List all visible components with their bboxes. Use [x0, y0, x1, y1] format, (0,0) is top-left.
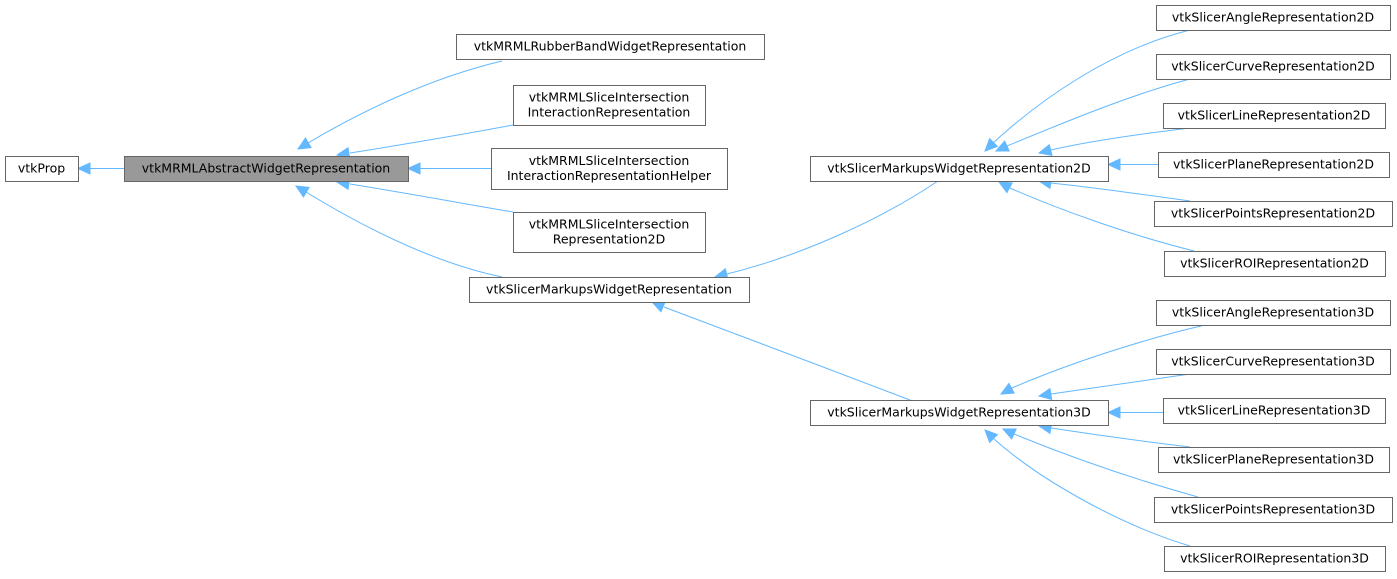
- edge-points2d-markups2d: [1050, 182, 1191, 202]
- class-box: [513, 212, 706, 253]
- edge-angle2d-markups2d: [992, 29, 1191, 144]
- arrowhead-plane2d-markups2d: [1106, 158, 1121, 171]
- arrowhead-line2d-markups2d: [1037, 143, 1053, 157]
- class-box: [1163, 398, 1386, 424]
- edge-line2d-markups2d: [1050, 127, 1191, 151]
- arrowhead-points3d-markups3d: [1001, 428, 1017, 440]
- class-node-rubberband[interactable]: vtkMRMLRubberBandWidgetRepresentation: [456, 34, 765, 60]
- edge-angle3d-markups3d: [1011, 324, 1206, 389]
- class-box: [469, 277, 750, 303]
- class-node-vtkprop[interactable]: vtkProp: [5, 156, 79, 182]
- class-name-line: vtkSlicerAngleRepresentation3D: [1172, 305, 1374, 320]
- edge-markups2d-markups: [726, 180, 939, 275]
- edge-points3d-markups3d: [1013, 433, 1199, 498]
- class-name-line: vtkMRMLSliceIntersection: [529, 153, 690, 168]
- class-node-markups2d[interactable]: vtkSlicerMarkupsWidgetRepresentation2D: [810, 156, 1109, 182]
- class-node-slice-irh[interactable]: vtkMRMLSliceIntersectionInteractionRepre…: [491, 148, 728, 190]
- edge-curve3d-markups3d: [1050, 373, 1191, 395]
- class-box: [1156, 5, 1391, 31]
- class-node-curve2d[interactable]: vtkSlicerCurveRepresentation2D: [1156, 54, 1391, 80]
- class-box: [1158, 447, 1390, 473]
- class-box: [1164, 251, 1386, 277]
- class-box: [810, 400, 1109, 426]
- class-name-line: vtkMRMLSliceIntersection: [529, 90, 690, 105]
- arrowhead-slice_irh-abstract: [406, 162, 421, 175]
- class-box: [1156, 54, 1391, 80]
- class-node-markups[interactable]: vtkSlicerMarkupsWidgetRepresentation: [469, 277, 750, 303]
- arrowhead-curve2d-markups2d: [994, 140, 1010, 152]
- class-name-line: vtkSlicerAngleRepresentation2D: [1172, 10, 1374, 25]
- class-name-line: vtkSlicerLineRepresentation3D: [1178, 403, 1371, 418]
- edge-slice_ir-abstract: [349, 124, 514, 154]
- class-node-plane3d[interactable]: vtkSlicerPlaneRepresentation3D: [1158, 447, 1390, 473]
- class-box: [5, 156, 79, 182]
- arrowhead-abstract-vtkprop: [76, 162, 91, 175]
- class-box: [1156, 300, 1391, 326]
- arrowhead-rubberband-abstract: [296, 137, 312, 150]
- arrowhead-markups3d-markups: [650, 301, 666, 313]
- class-name-line: Representation2D: [553, 232, 666, 247]
- class-name-line: vtkSlicerMarkupsWidgetRepresentation2D: [827, 161, 1090, 176]
- class-name-line: vtkSlicerCurveRepresentation2D: [1171, 59, 1375, 74]
- class-box: [1158, 152, 1390, 178]
- class-node-plane2d[interactable]: vtkSlicerPlaneRepresentation2D: [1158, 152, 1390, 178]
- class-node-roi2d[interactable]: vtkSlicerROIRepresentation2D: [1164, 251, 1386, 277]
- class-name-line: vtkMRMLAbstractWidgetRepresentation: [142, 161, 390, 176]
- class-box: [513, 85, 706, 126]
- class-name-line: vtkSlicerCurveRepresentation3D: [1171, 354, 1375, 369]
- arrowhead-markups-abstract: [294, 185, 310, 198]
- class-node-points2d[interactable]: vtkSlicerPointsRepresentation2D: [1154, 201, 1393, 227]
- class-node-points3d[interactable]: vtkSlicerPointsRepresentation3D: [1154, 497, 1393, 523]
- class-node-angle2d[interactable]: vtkSlicerAngleRepresentation2D: [1156, 5, 1391, 31]
- arrowhead-angle3d-markups3d: [999, 382, 1015, 395]
- class-box: [1154, 201, 1393, 227]
- class-name-line: vtkSlicerPointsRepresentation3D: [1171, 502, 1375, 517]
- class-node-roi3d[interactable]: vtkSlicerROIRepresentation3D: [1164, 546, 1386, 572]
- class-name-line: vtkSlicerPointsRepresentation2D: [1171, 206, 1375, 221]
- class-name-line: InteractionRepresentation: [528, 105, 691, 120]
- class-node-curve3d[interactable]: vtkSlicerCurveRepresentation3D: [1156, 349, 1391, 375]
- class-name-line: vtkMRMLSliceIntersection: [529, 217, 690, 232]
- class-name-line: vtkSlicerROIRepresentation3D: [1180, 551, 1369, 566]
- edge-rubberband-abstract: [307, 60, 503, 144]
- class-name-line: vtkSlicerMarkupsWidgetRepresentation3D: [827, 405, 1090, 420]
- class-name-line: vtkSlicerPlaneRepresentation3D: [1173, 452, 1374, 467]
- class-name-line: vtkSlicerPlaneRepresentation2D: [1173, 157, 1374, 172]
- class-name-line: vtkSlicerLineRepresentation2D: [1178, 108, 1371, 123]
- class-name-line: vtkSlicerROIRepresentation2D: [1180, 256, 1369, 271]
- arrowhead-roi3d-markups3d: [984, 429, 999, 444]
- edge-curve2d-markups2d: [1006, 78, 1191, 147]
- class-node-line2d[interactable]: vtkSlicerLineRepresentation2D: [1163, 103, 1386, 129]
- arrowhead-curve3d-markups3d: [1037, 387, 1053, 401]
- class-name-line: InteractionRepresentationHelper: [507, 168, 712, 183]
- arrowhead-angle2d-markups2d: [984, 137, 999, 152]
- class-node-line3d[interactable]: vtkSlicerLineRepresentation3D: [1163, 398, 1386, 424]
- arrowhead-roi2d-markups2d: [997, 181, 1013, 194]
- edge-markups-abstract: [305, 191, 503, 278]
- class-box: [810, 156, 1109, 182]
- edge-plane3d-markups3d: [1050, 427, 1191, 448]
- arrowhead-line3d-markups3d: [1106, 406, 1121, 419]
- edge-slice_r2d-abstract: [349, 183, 514, 213]
- class-box: [456, 34, 765, 60]
- class-node-angle3d[interactable]: vtkSlicerAngleRepresentation3D: [1156, 300, 1391, 326]
- class-nodes: vtkProp vtkMRMLAbstractWidgetRepresentati…: [5, 5, 1393, 572]
- class-box: [1156, 349, 1391, 375]
- edge-roi3d-markups3d: [993, 438, 1191, 547]
- edge-markups3d-markups: [663, 306, 911, 401]
- class-name-line: vtkSlicerMarkupsWidgetRepresentation: [486, 282, 732, 297]
- class-box: [1164, 546, 1386, 572]
- class-box: [124, 156, 409, 182]
- edge-roi2d-markups2d: [1009, 187, 1195, 252]
- class-box: [491, 148, 728, 190]
- class-name-line: vtkMRMLRubberBandWidgetRepresentation: [474, 39, 747, 54]
- class-node-slice-ir[interactable]: vtkMRMLSliceIntersectionInteractionRepre…: [513, 85, 706, 126]
- class-name-line: vtkProp: [18, 161, 65, 176]
- class-box: [1163, 103, 1386, 129]
- class-box: [1154, 497, 1393, 523]
- class-node-markups3d[interactable]: vtkSlicerMarkupsWidgetRepresentation3D: [810, 400, 1109, 426]
- class-node-abstract: vtkMRMLAbstractWidgetRepresentation: [124, 156, 409, 182]
